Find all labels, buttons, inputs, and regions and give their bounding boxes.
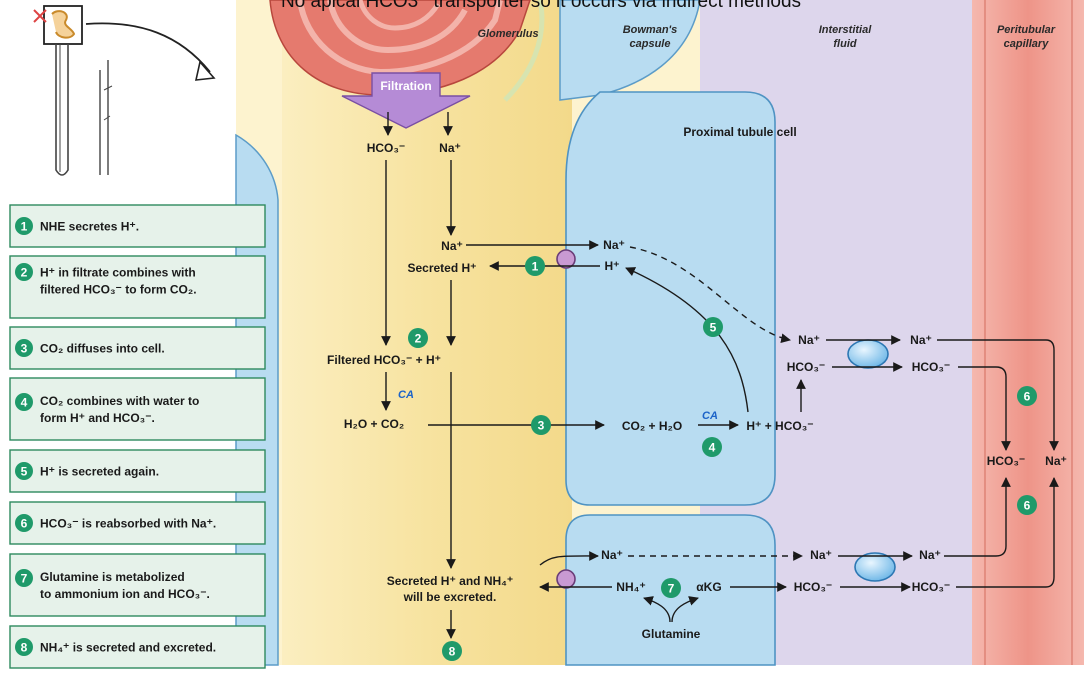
svg-text:8: 8	[21, 641, 28, 655]
nephron-thumbnail-icon	[33, 5, 216, 176]
cell-akg: αKG	[696, 580, 721, 594]
marker-3: 3	[531, 415, 551, 435]
interstitial-hco3-lower: HCO₃⁻	[912, 580, 951, 594]
step-box-7: 7 Glutamine is metabolized to ammonium i…	[9, 553, 266, 617]
nhe-transporter	[556, 249, 576, 269]
svg-text:4: 4	[21, 396, 28, 410]
lumen-na-top: Na⁺	[439, 141, 461, 155]
step-2-text-2: filtered HCO₃⁻ to form CO₂.	[40, 283, 197, 297]
svg-text:1: 1	[532, 260, 539, 274]
cell-h-hco3: H⁺ + HCO₃⁻	[746, 419, 813, 433]
peritubular-capillary	[972, 0, 1084, 665]
step-3-text: CO₂ diffuses into cell.	[40, 342, 165, 356]
lumen-secreted-h: Secreted H⁺	[407, 261, 476, 275]
basolateral-cotransporter-upper	[847, 339, 889, 369]
label-interstitial-2: fluid	[833, 38, 856, 50]
svg-text:7: 7	[21, 572, 28, 586]
step-box-1: 1 NHE secretes H⁺.	[9, 204, 266, 248]
svg-text:5: 5	[21, 465, 28, 479]
label-interstitial-1: Interstitial	[819, 24, 873, 36]
marker-5: 5	[703, 317, 723, 337]
filtration-label: Filtration	[380, 79, 431, 93]
cell-hco3-lower-basal: HCO₃⁻	[794, 580, 833, 594]
step-7-text-2: to ammonium ion and HCO₃⁻.	[40, 587, 210, 601]
cell-hco3-basal: HCO₃⁻	[787, 360, 826, 374]
interstitial-hco3-upper: HCO₃⁻	[912, 360, 951, 374]
label-bowmans-1: Bowman's	[623, 24, 678, 36]
svg-text:5: 5	[710, 321, 717, 335]
label-peritubular-2: capillary	[1004, 38, 1050, 50]
cell-na-lower-basal: Na⁺	[810, 548, 832, 562]
diagram-markers: 1 2 3 4 5 6 7 8 6	[408, 256, 1037, 661]
label-bowmans-2: capsule	[630, 38, 671, 50]
capillary-hco3: HCO₃⁻	[987, 454, 1026, 468]
svg-text:6: 6	[1024, 390, 1031, 404]
svg-text:6: 6	[1024, 499, 1031, 513]
step-box-8: 8 NH₄⁺ is secreted and excreted.	[9, 625, 266, 669]
svg-text:2: 2	[21, 266, 28, 280]
step-7-text-1: Glutamine is metabolized	[40, 570, 185, 584]
cell-na-lower-apical: Na⁺	[601, 548, 623, 562]
lumen-h2o-co2: H₂O + CO₂	[344, 417, 404, 431]
cell-ca: CA	[702, 410, 718, 422]
step-2-text-1: H⁺ in filtrate combines with	[40, 266, 196, 280]
step-5-text: H⁺ is secreted again.	[40, 465, 159, 479]
nhe-transporter-lower	[556, 569, 576, 589]
step-6-text: HCO₃⁻ is reabsorbed with Na⁺.	[40, 517, 216, 531]
interstitial-na-upper: Na⁺	[910, 333, 932, 347]
svg-text:1: 1	[21, 220, 28, 234]
svg-text:4: 4	[709, 441, 716, 455]
step-1-text: NHE secretes H⁺.	[40, 220, 139, 234]
label-proximal-cell: Proximal tubule cell	[683, 125, 796, 139]
marker-7: 7	[661, 578, 681, 598]
step-box-5: 5 H⁺ is secreted again.	[9, 449, 266, 493]
lumen-filtered-hco3: Filtered HCO₃⁻ + H⁺	[327, 353, 441, 367]
marker-6-upper: 6	[1017, 386, 1037, 406]
reaction-arrows	[381, 112, 1059, 639]
step-box-2: 2 H⁺ in filtrate combines with filtered …	[9, 255, 266, 319]
step-8-text: NH₄⁺ is secreted and excreted.	[40, 641, 216, 655]
step-box-6: 6 HCO₃⁻ is reabsorbed with Na⁺.	[9, 501, 266, 545]
interstitial-na-lower: Na⁺	[919, 548, 941, 562]
header-title: No apical HCO3⁻ transporter so it occurs…	[281, 0, 801, 12]
svg-text:8: 8	[449, 645, 456, 659]
step-box-4: 4 CO₂ combines with water to form H⁺ and…	[9, 377, 266, 441]
cell-glutamine: Glutamine	[642, 627, 701, 641]
marker-6-lower: 6	[1017, 495, 1037, 515]
filtration-arrow: Filtration	[341, 72, 471, 129]
lumen-excreted-2: will be excreted.	[403, 590, 497, 604]
proximal-tubule-cell-upper	[565, 91, 776, 506]
cell-na-basal: Na⁺	[798, 333, 820, 347]
label-glomerulus: Glomerulus	[477, 28, 538, 40]
cell-co2-h2o: CO₂ + H₂O	[622, 419, 682, 433]
step-list: 1 NHE secretes H⁺. 2 H⁺ in filtrate comb…	[9, 204, 266, 669]
lumen-na-mid: Na⁺	[441, 239, 463, 253]
cell-nh4: NH₄⁺	[616, 580, 645, 594]
lumen-excreted-1: Secreted H⁺ and NH₄⁺	[387, 574, 513, 588]
svg-text:3: 3	[538, 419, 545, 433]
basolateral-cotransporter-lower	[854, 552, 896, 582]
marker-2: 2	[408, 328, 428, 348]
marker-8: 8	[442, 641, 462, 661]
capillary-na: Na⁺	[1045, 454, 1067, 468]
svg-text:3: 3	[21, 342, 28, 356]
label-peritubular-1: Peritubular	[997, 24, 1056, 36]
step-4-text-2: form H⁺ and HCO₃⁻.	[40, 411, 155, 425]
svg-text:6: 6	[21, 517, 28, 531]
marker-1: 1	[525, 256, 545, 276]
cell-na-apical: Na⁺	[603, 238, 625, 252]
step-4-text-1: CO₂ combines with water to	[40, 394, 199, 408]
svg-text:7: 7	[668, 582, 675, 596]
marker-4: 4	[702, 437, 722, 457]
glomerulus-loops	[269, 0, 531, 96]
lumen-ca: CA	[398, 389, 414, 401]
lumen-hco3-top: HCO₃⁻	[367, 141, 406, 155]
step-box-3: 3 CO₂ diffuses into cell.	[9, 326, 266, 370]
cell-h-apical: H⁺	[605, 259, 620, 273]
svg-text:2: 2	[415, 332, 422, 346]
